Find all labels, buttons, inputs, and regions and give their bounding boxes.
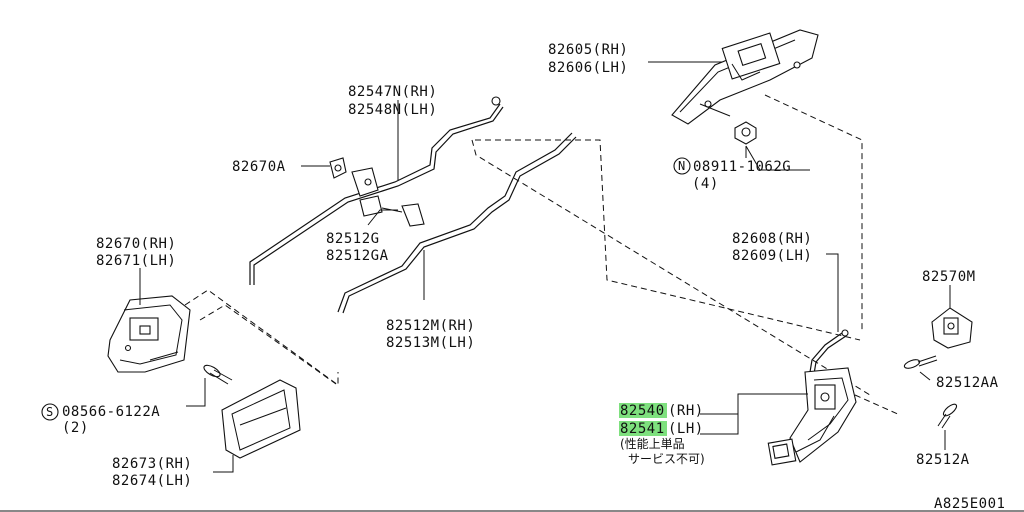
- nut-n: [734, 121, 757, 158]
- escutcheon: [221, 379, 301, 459]
- highlight-82541: [619, 421, 667, 436]
- screw-82512a: [937, 403, 958, 429]
- upper-rod: [249, 96, 504, 285]
- label-82671: 82671(LH): [96, 253, 176, 269]
- label-82541: 82541: [620, 421, 665, 437]
- s-symbol: S: [46, 405, 53, 419]
- label-82606: 82606(LH): [548, 60, 628, 76]
- figure-id: A825E001: [934, 496, 1005, 512]
- label-82512g: 82512G: [326, 231, 380, 247]
- screw-08566: [203, 364, 233, 385]
- label-08911: 08911-1062G: [693, 159, 791, 175]
- door-lock-actuator: [767, 367, 857, 466]
- guide-lines: [184, 94, 901, 416]
- highlight-82540: [619, 403, 667, 418]
- label-82540-side: (RH): [668, 403, 704, 419]
- label-08566-qty: (2): [62, 420, 89, 436]
- label-82548n: 82548N(LH): [348, 102, 437, 118]
- label-82670a: 82670A: [232, 159, 286, 175]
- inner-door-handle: [107, 295, 191, 373]
- label-82605: 82605(RH): [548, 42, 628, 58]
- s-symbol-circle: [41, 403, 59, 421]
- label-82512a: 82512A: [916, 452, 970, 468]
- bolt-82512g: [359, 195, 425, 227]
- label-82608: 82608(RH): [732, 231, 812, 247]
- label-82570m: 82570M: [922, 269, 976, 285]
- label-82512m: 82512M(RH): [386, 318, 475, 334]
- label-82670: 82670(RH): [96, 236, 176, 252]
- label-82547n: 82547N(RH): [348, 84, 437, 100]
- label-08566: 08566-6122A: [62, 404, 160, 420]
- n-symbol-circle: [673, 157, 691, 175]
- lock-note-line1: (性能上単品: [620, 437, 685, 451]
- label-82512aa: 82512AA: [936, 375, 999, 391]
- leader-lines: [139, 61, 951, 473]
- clip-82670a: [329, 157, 379, 197]
- label-82513m: 82513M(LH): [386, 335, 475, 351]
- label-82512ga: 82512GA: [326, 248, 389, 264]
- n-symbol: N: [678, 159, 685, 173]
- label-08911-qty: (4): [692, 176, 719, 192]
- screw-82512aa: [903, 355, 938, 369]
- lock-note-line2: サービス不可): [628, 452, 705, 466]
- label-82674: 82674(LH): [112, 473, 192, 489]
- label-82540: 82540: [620, 403, 665, 419]
- striker: [931, 307, 973, 349]
- label-82609: 82609(LH): [732, 248, 812, 264]
- outer-door-handle: [671, 29, 819, 125]
- lower-rod: [337, 132, 577, 314]
- label-82673: 82673(RH): [112, 456, 192, 472]
- label-82541-side: (LH): [668, 421, 704, 437]
